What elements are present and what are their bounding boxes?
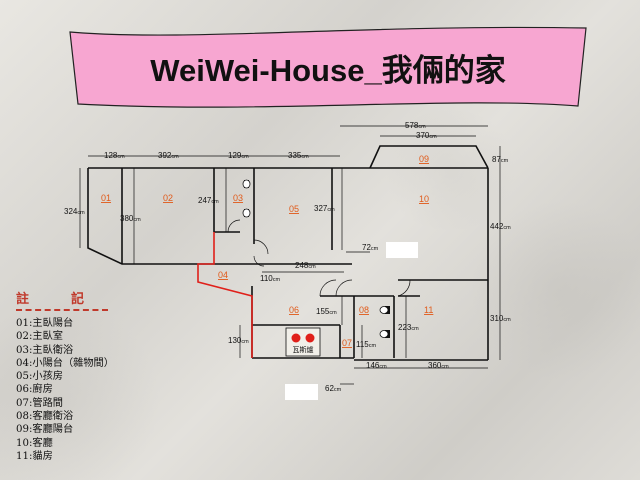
dim-unit: cm: [327, 207, 335, 213]
legend-item: 06:廚房: [16, 384, 53, 396]
dim-unit: cm: [503, 317, 511, 323]
legend-item: 07:管路間: [16, 397, 63, 409]
room-label-11: 11: [424, 305, 433, 315]
sink-icon: [379, 330, 390, 338]
legend-item: 09:客廳陽台: [16, 424, 74, 436]
dim-248: 248cm: [295, 261, 316, 270]
dim-unit: cm: [211, 199, 219, 205]
dim-146: 146cm: [366, 361, 387, 370]
legend-item: 05:小孩房: [16, 371, 63, 383]
dim-unit: cm: [379, 364, 387, 370]
dim-335: 335cm: [288, 151, 309, 160]
dim-unit: cm: [171, 154, 179, 160]
small-balcony-wall: [197, 232, 253, 358]
dim-unit: cm: [77, 210, 85, 216]
dim-unit: cm: [418, 124, 426, 130]
dim-310: 310cm: [490, 314, 511, 323]
room-label-05: 05: [289, 204, 299, 214]
dim-324: 324cm: [64, 207, 85, 216]
dim-unit: cm: [334, 387, 342, 393]
legend-item: 08:客廳衛浴: [16, 411, 74, 423]
dimension-labels: 128cm 392cm 129cm 335cm 578cm 370cm 87cm…: [64, 121, 511, 393]
dim-128: 128cm: [104, 151, 125, 160]
dim-327: 327cm: [314, 204, 335, 213]
dim-unit: cm: [241, 154, 249, 160]
room-label-07: 07: [342, 338, 352, 348]
legend-item: 03:主臥衛浴: [16, 344, 74, 356]
dim-442: 442cm: [490, 222, 511, 231]
dim-578: 578cm: [405, 121, 426, 130]
dim-unit: cm: [369, 343, 377, 349]
dim-223: 223cm: [398, 323, 419, 332]
gas-stove: 瓦斯爐: [285, 327, 321, 357]
legend-title-left: 註: [16, 292, 32, 307]
legend-item: 10:客廳: [16, 437, 53, 449]
legend-item: 04:小陽台（雜物間）: [16, 357, 114, 369]
dim-87: 87cm: [492, 155, 509, 164]
dim-130: 130cm: [228, 336, 249, 345]
legend-item: 11:貓房: [16, 450, 53, 462]
room-label-06: 06: [289, 305, 299, 315]
room-label-10: 10: [419, 194, 429, 204]
dimension-lines: [79, 125, 501, 385]
room-label-08: 08: [359, 305, 369, 315]
dim-115: 115cm: [356, 340, 377, 349]
dim-unit: cm: [133, 217, 141, 223]
room-label-04: 04: [218, 270, 228, 280]
dim-unit: cm: [501, 158, 509, 164]
room-labels: 01 02 03 04 05 06 07 08 09 10 11: [101, 154, 433, 348]
dim-62: 62cm: [325, 384, 342, 393]
legend-item: 01:主臥陽台: [16, 318, 74, 329]
page-title: WeiWei-House_我倆的家: [150, 52, 506, 88]
room-label-02: 02: [163, 193, 173, 203]
room-label-03: 03: [233, 193, 243, 203]
dim-unit: cm: [503, 225, 511, 231]
dim-unit: cm: [273, 277, 281, 283]
dim-110: 110cm: [260, 274, 281, 283]
dim-129: 129cm: [228, 151, 249, 160]
legend-item: 02:主臥室: [16, 331, 63, 343]
door-swings: [227, 219, 411, 297]
title-banner: [69, 26, 587, 108]
dim-unit: cm: [117, 154, 125, 160]
dim-unit: cm: [308, 264, 316, 270]
dim-unit: cm: [441, 364, 449, 370]
toilet-icon: [379, 306, 390, 314]
dim-unit: cm: [301, 154, 309, 160]
dim-370: 370cm: [416, 131, 437, 140]
legend-title-right: 記: [71, 292, 87, 307]
blank-patch: [386, 242, 418, 258]
legend-title: 註記: [16, 288, 108, 311]
sink-icon: [242, 208, 251, 218]
dim-unit: cm: [371, 246, 379, 252]
dim-380: 380cm: [120, 214, 141, 223]
room-label-01: 01: [101, 193, 111, 203]
dim-unit: cm: [411, 326, 419, 332]
dim-unit: cm: [241, 339, 249, 345]
dim-155: 155cm: [316, 307, 337, 316]
gas-stove-label: 瓦斯爐: [293, 345, 314, 354]
background-texture: [470, 200, 640, 380]
background-texture: [380, 110, 520, 230]
dim-unit: cm: [329, 310, 337, 316]
dim-72: 72cm: [362, 243, 379, 252]
blank-patch: [285, 384, 318, 400]
dim-392: 392cm: [158, 151, 179, 160]
toilet-icon: [242, 179, 251, 189]
dim-247: 247cm: [198, 196, 219, 205]
dim-unit: cm: [429, 134, 437, 140]
dim-360: 360cm: [428, 361, 449, 370]
room-label-09: 09: [419, 154, 429, 164]
